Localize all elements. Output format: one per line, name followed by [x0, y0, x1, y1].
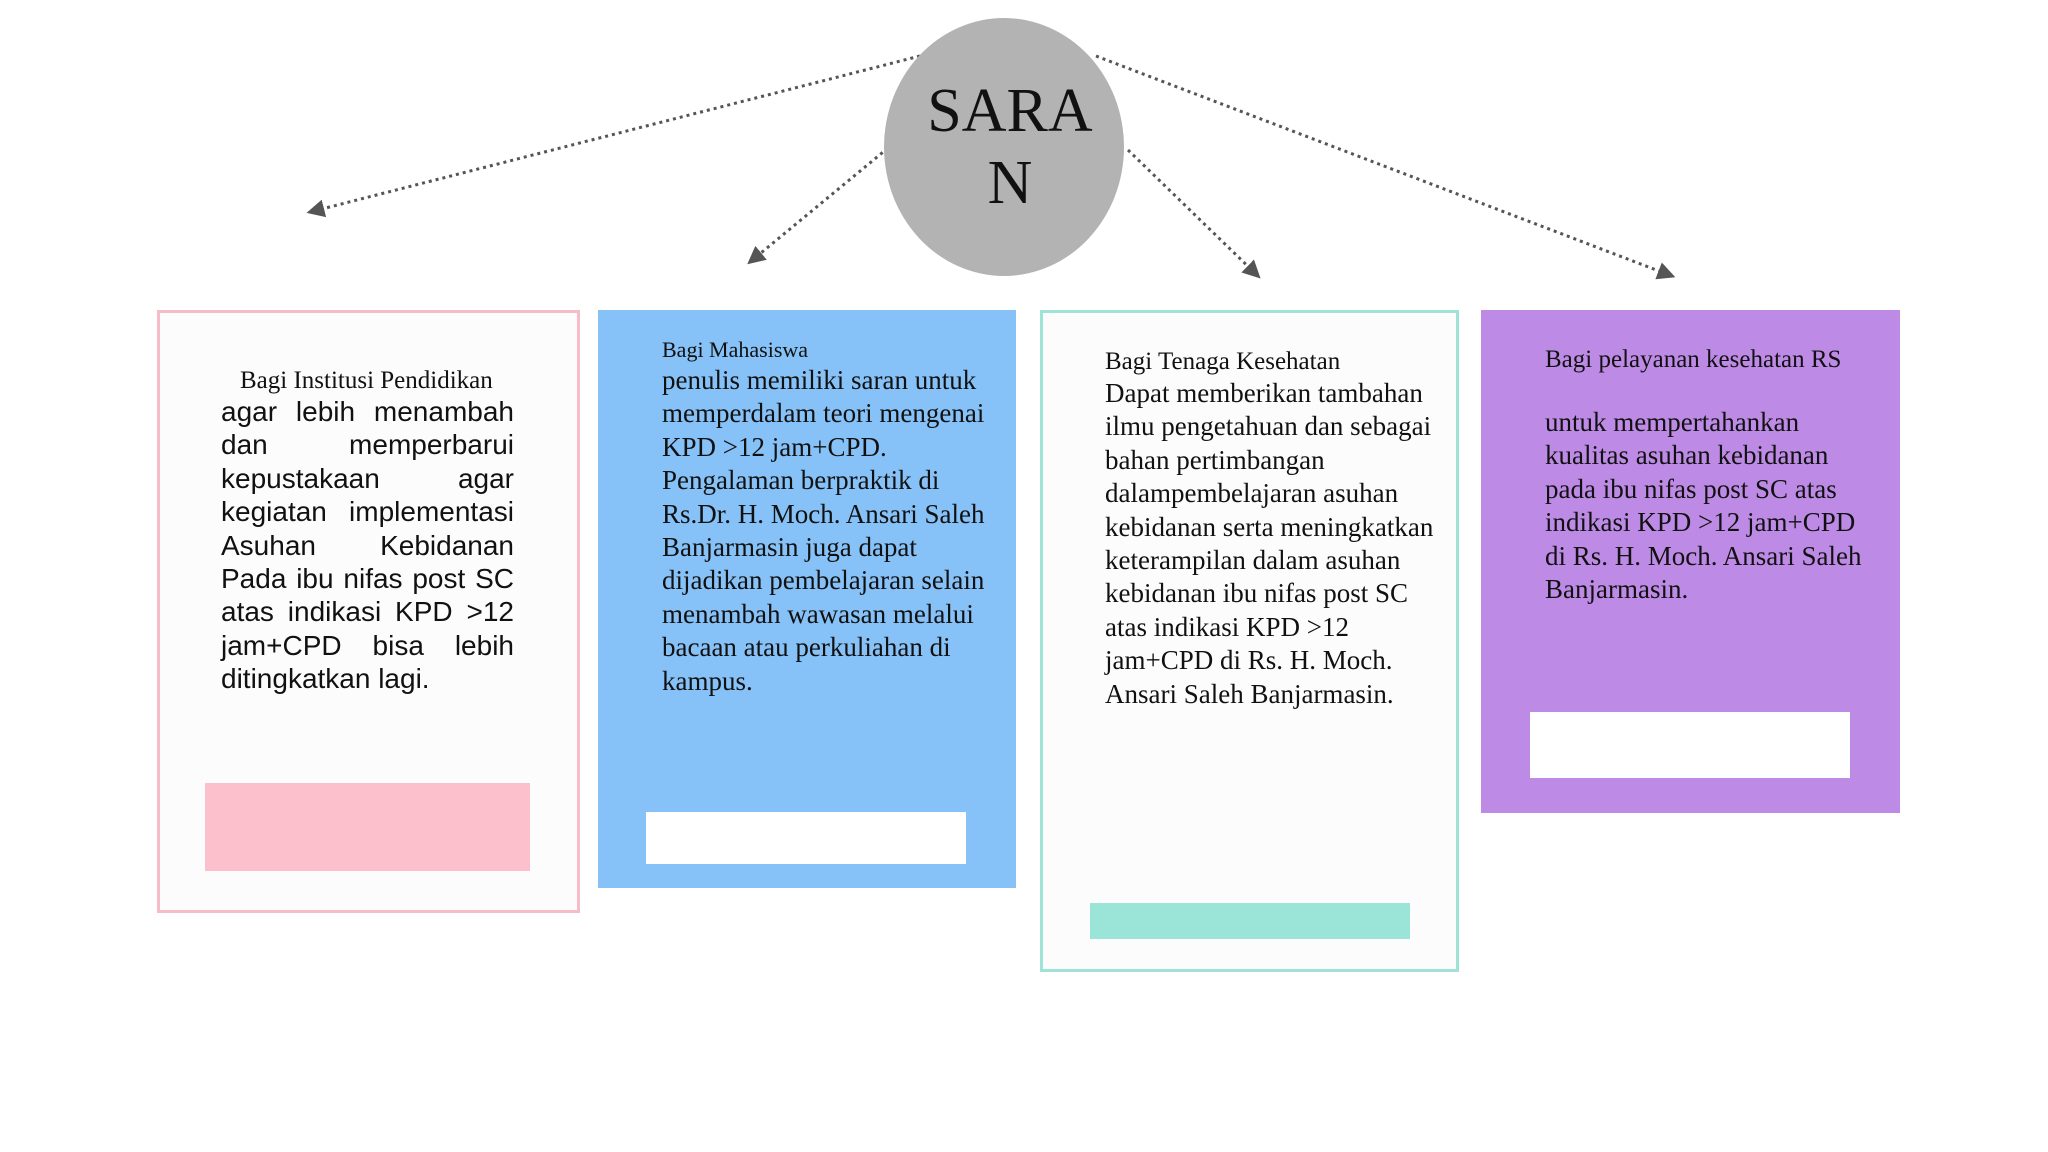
card-footer-bar	[1090, 903, 1410, 939]
card-footer-bar	[1530, 712, 1850, 778]
arrow-to-pelayanan	[1095, 54, 1676, 280]
card-body: Dapat memberikan tambahan ilmu pengetahu…	[1105, 378, 1434, 709]
card-mahasiswa: Bagi Mahasiswa penulis memiliki saran un…	[598, 310, 1016, 888]
card-footer-bar	[205, 783, 530, 871]
center-title: SARAN	[927, 77, 1093, 217]
arrow-to-tenaga-kesehatan	[1126, 148, 1261, 279]
card-heading: Bagi pelayanan kesehatan RS	[1545, 346, 1842, 373]
card-body: untuk mempertahankan kualitas asuhan keb…	[1545, 407, 1862, 605]
card-heading: Bagi Tenaga Kesehatan	[1105, 348, 1341, 375]
card-footer-bar	[646, 812, 966, 864]
center-circle: SARAN	[884, 18, 1124, 276]
card-heading: Bagi Institusi Pendidikan	[240, 367, 493, 394]
card-tenaga-kesehatan: Bagi Tenaga Kesehatan Dapat memberikan t…	[1040, 310, 1459, 972]
arrow-to-mahasiswa	[747, 146, 889, 265]
card-institusi-pendidikan: Bagi Institusi Pendidikan agar lebih men…	[157, 310, 580, 913]
arrow-to-institusi	[306, 54, 921, 218]
card-body: penulis memiliki saran untuk memperdalam…	[662, 365, 985, 696]
card-heading: Bagi Mahasiswa	[662, 337, 809, 362]
card-body: agar lebih menambah dan memperbarui kepu…	[221, 396, 514, 695]
card-pelayanan-kesehatan: Bagi pelayanan kesehatan RS untuk memper…	[1481, 310, 1900, 813]
